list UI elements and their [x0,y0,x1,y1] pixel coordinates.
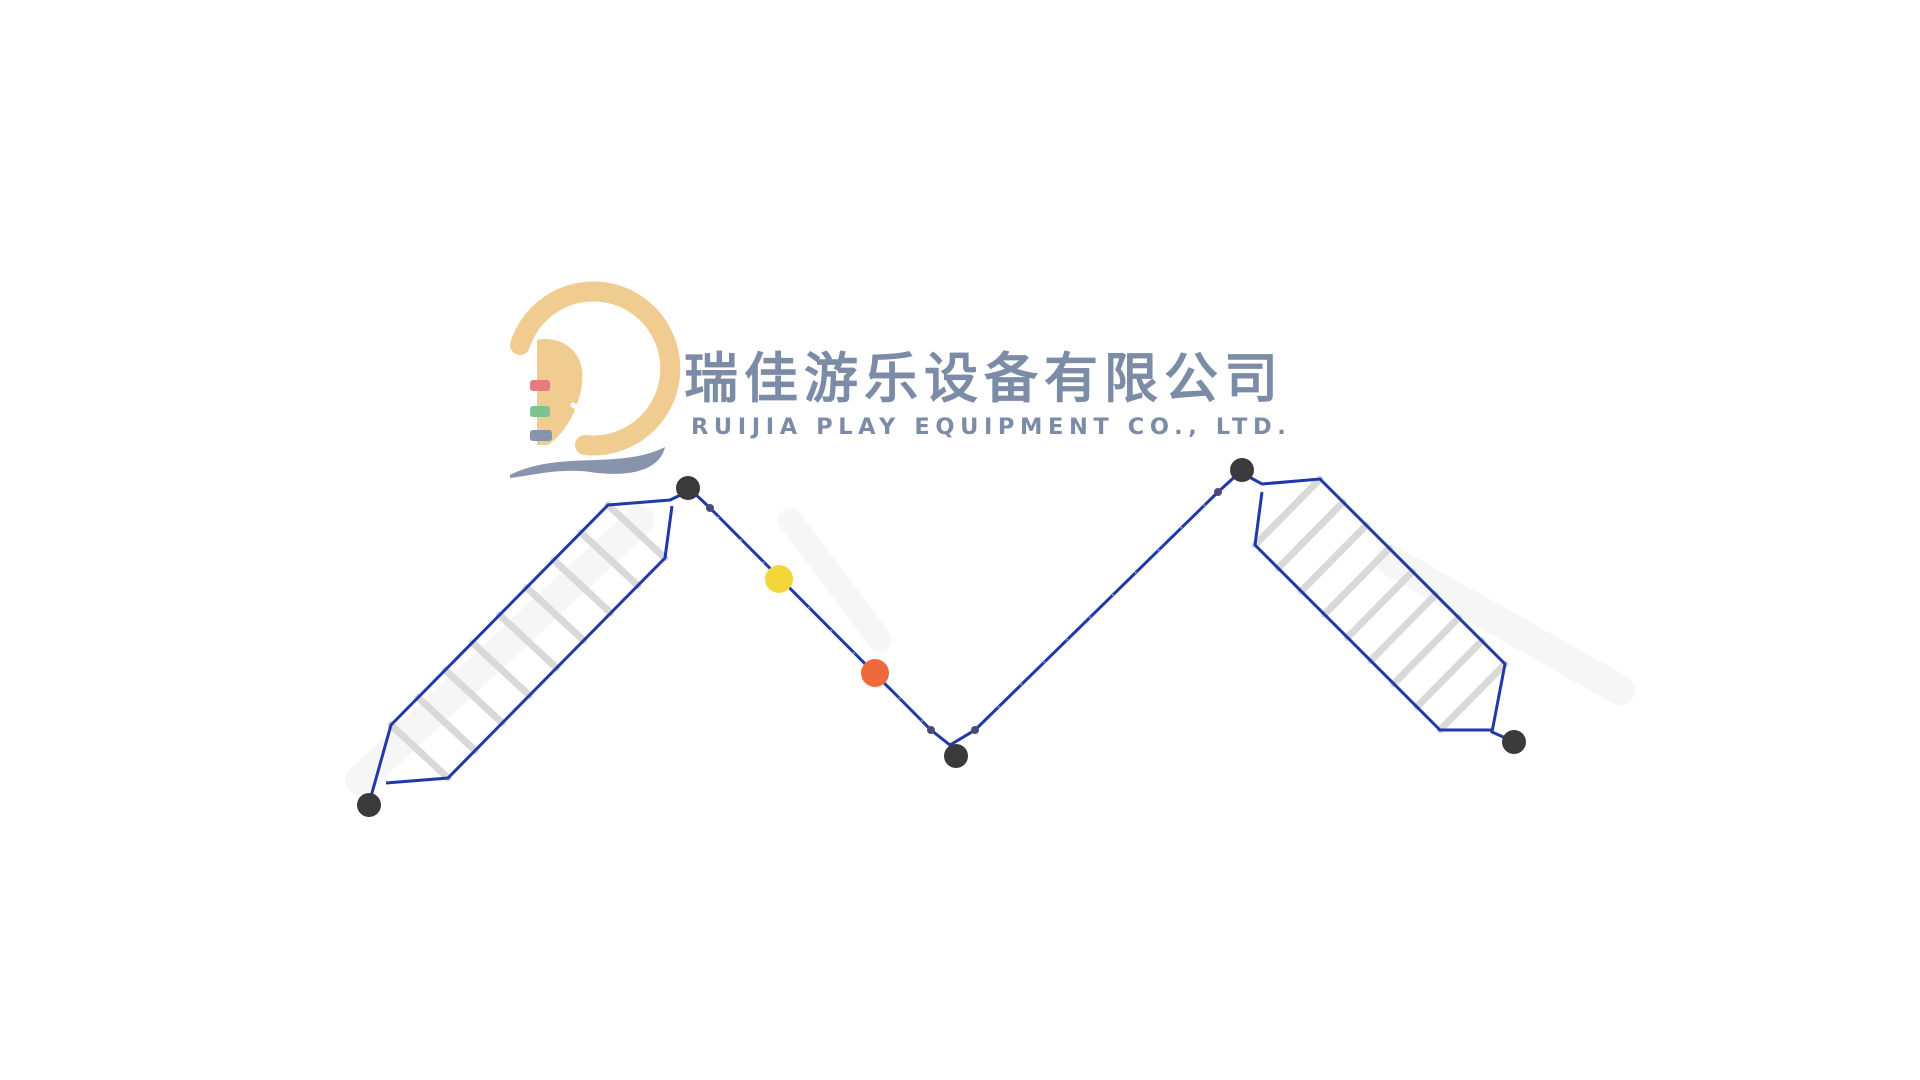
left-ladder-rungs [387,501,669,782]
ladder-rung [468,639,533,699]
ladder-rung [523,584,588,644]
ladder-rung [1297,521,1370,595]
anchor-ball [1502,730,1526,754]
rope-clip [706,504,714,512]
ladder-rung [604,501,669,562]
left-ladder-rail-outer [368,488,692,801]
ladder-rung [577,529,642,589]
anchor-ball [357,793,381,817]
company-name-en: RUIJIA PLAY EQUIPMENT CO., LTD. [691,414,1292,440]
company-logo [510,281,681,478]
rope-clip [971,726,979,734]
center-rope [689,470,1242,747]
orange-marker [861,659,889,687]
right-ladder-rail-outer [1239,470,1511,742]
ladder-rung [1413,637,1486,711]
right-ladder-rail-inner [1253,491,1492,732]
right-ladder-rungs [1251,475,1509,734]
left-rope-ladder [368,488,692,801]
left-ladder-rail-inner [385,505,674,785]
ladder-rung [1344,568,1416,641]
right-rope-ladder [1239,470,1511,742]
ladder-rung [1390,614,1463,688]
ladder-rung [1367,591,1440,665]
ladder-rung [1436,660,1509,734]
anchor-balls [357,458,1526,817]
yellow-marker [765,565,793,593]
ladder-rung [1251,475,1324,549]
company-name-cn: 瑞佳游乐设备有限公司 [684,347,1284,410]
ladder-rung [496,611,560,672]
anchor-ball [1230,458,1254,482]
ladder-rung [1320,544,1393,618]
rope-clip [1214,488,1222,496]
ladder-rung [1274,498,1347,572]
ladder-rung [550,556,615,617]
anchor-ball [944,744,968,768]
rope-clip [927,726,935,734]
ladder-rung [387,721,452,782]
ladder-rung [414,694,479,754]
anchor-ball [676,476,700,500]
ladder-rung [441,666,506,727]
